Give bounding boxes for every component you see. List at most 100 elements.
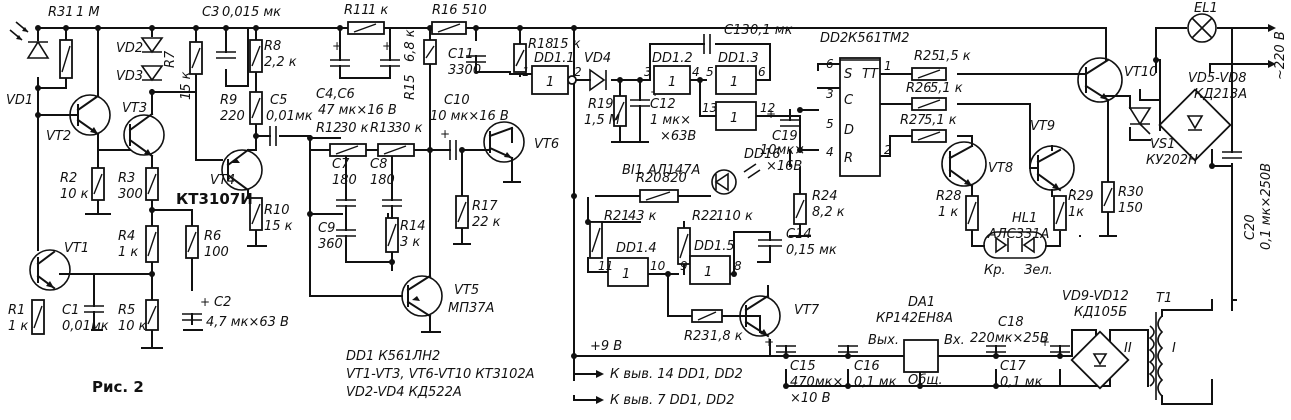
value-r31: 1 М [76, 5, 100, 20]
label-c20: C20 [1243, 214, 1258, 240]
label-c16: C16 [854, 359, 880, 374]
label-r27: R27 [900, 113, 926, 128]
label-r22: R22 [692, 209, 718, 224]
value-c16: 0,1 мк [854, 375, 897, 390]
gate-dd1-5 [689, 255, 731, 285]
label-vt3: VT3 [122, 101, 147, 116]
label-vs1: VS1 [1150, 137, 1175, 152]
label-t1: T1 [1156, 291, 1172, 306]
pin-5: 5 [706, 65, 714, 79]
label-vd4: VD4 [584, 51, 611, 66]
net-vin: Вх. [944, 333, 965, 348]
label-r28: R28 [936, 189, 962, 204]
transformer-t1-secondary [1148, 325, 1155, 387]
flipflop-dd2 [839, 57, 881, 177]
label-r2: R2 [60, 171, 77, 186]
label-r3: R3 [118, 171, 135, 186]
label-r24: R24 [812, 189, 838, 204]
type-da1: КР142ЕН8А [876, 311, 953, 326]
label-zel: Зел. [1024, 263, 1053, 278]
logic-ics [85, 13, 1276, 405]
transistor-vt4 [221, 149, 263, 191]
pin-3: 3 [644, 65, 652, 79]
label-hl1: HL1 [1012, 211, 1037, 226]
label-dd16: DD16 [744, 147, 781, 162]
led-bi1 [711, 169, 737, 195]
diode-vd4 [589, 68, 607, 92]
capacitor-c5 [269, 126, 277, 146]
label-r25: R25 [914, 49, 940, 64]
value-c15: 470мк× [790, 375, 843, 390]
label-r20: R20 [636, 171, 662, 186]
value-r29: 1к [1068, 205, 1084, 220]
svg-text:+: + [764, 335, 774, 349]
gate-dd1-x [715, 101, 757, 131]
gate-dd1-1 [531, 65, 569, 95]
winding-2: II [1124, 341, 1132, 356]
capacitor-c20 [1222, 151, 1242, 159]
value-c19: 10мк× [760, 143, 805, 158]
value-r11: 1 к [368, 3, 388, 18]
transformer-t1-primary [1157, 315, 1164, 397]
pin-ff-1: 1 [884, 59, 892, 73]
gate-sym-2: 1 [668, 75, 676, 90]
label-r29: R29 [1068, 189, 1094, 204]
pin-6: 6 [758, 65, 766, 79]
capacitor-c19 [780, 119, 800, 127]
capacitor-c10 [449, 140, 457, 160]
label-vd9-vd12: VD9-VD12 [1062, 289, 1129, 304]
gate-sym-4: 1 [730, 111, 738, 126]
value-r13: 30 к [394, 121, 423, 136]
gate-dd1-3 [715, 65, 757, 95]
label-c18: C18 [998, 315, 1024, 330]
value-r24: 8,2 к [812, 205, 845, 220]
value-r4: 1 к [118, 245, 138, 260]
pin-2: 2 [574, 65, 582, 79]
value-c9: 360 [318, 237, 343, 252]
value-r14: 3 к [400, 235, 420, 250]
type-vt5: МП37А [448, 301, 494, 316]
value-r6: 100 [204, 245, 229, 260]
value-c17: 0,1 мк [1000, 375, 1043, 390]
net-pin7: К выв. 7 DD1, DD2 [610, 393, 734, 408]
label-vt6: VT6 [534, 137, 559, 152]
bridge-vd5-vd8 [1158, 88, 1232, 162]
label-el1: EL1 [1194, 1, 1218, 16]
value-r1: 1 к [8, 319, 28, 334]
value-c12: 1 мк× [650, 113, 691, 128]
pin-11: 11 [598, 259, 613, 273]
diode-vd2 [140, 37, 164, 54]
capacitor-c16 [838, 345, 858, 353]
transistor-vt7 [739, 295, 781, 337]
capacitor-c11 [466, 55, 486, 63]
net-vout: Вых. [868, 333, 899, 348]
label-r11: R11 [344, 3, 370, 18]
label-c7: C7 [332, 157, 350, 172]
value-r25: 1,5 к [938, 49, 971, 64]
label-bi1: BI1 [622, 163, 643, 178]
label-r1: R1 [8, 303, 25, 318]
label-c5: C5 [270, 93, 287, 108]
pin-8: 8 [734, 259, 742, 273]
pin-10: 10 [650, 259, 666, 273]
note-vd: VD2-VD4 КД522А [346, 385, 462, 400]
label-r13: R13 [370, 121, 396, 136]
value-c8: 180 [370, 173, 395, 188]
ff-s: S [844, 67, 852, 82]
label-dd1-2: DD1.2 [652, 51, 693, 66]
value-c14: 0,15 мк [786, 243, 837, 258]
figure-caption: Рис. 2 [92, 378, 144, 396]
net-pin14: К выв. 14 DD1, DD2 [610, 367, 743, 382]
winding-1: I [1172, 341, 1176, 356]
label-r8: R8 [264, 39, 281, 54]
value-r23: 1,8 к [710, 329, 743, 344]
capacitor-c13 [703, 34, 711, 54]
label-c14: C14 [786, 227, 812, 242]
label-c2: C2 [214, 295, 231, 310]
label-vd3: VD3 [116, 69, 143, 84]
label-c1: C1 [62, 303, 79, 318]
label-c3: C3 [202, 5, 219, 20]
label-r30: R30 [1118, 185, 1144, 200]
type-dd2: К561ТМ2 [848, 31, 909, 46]
